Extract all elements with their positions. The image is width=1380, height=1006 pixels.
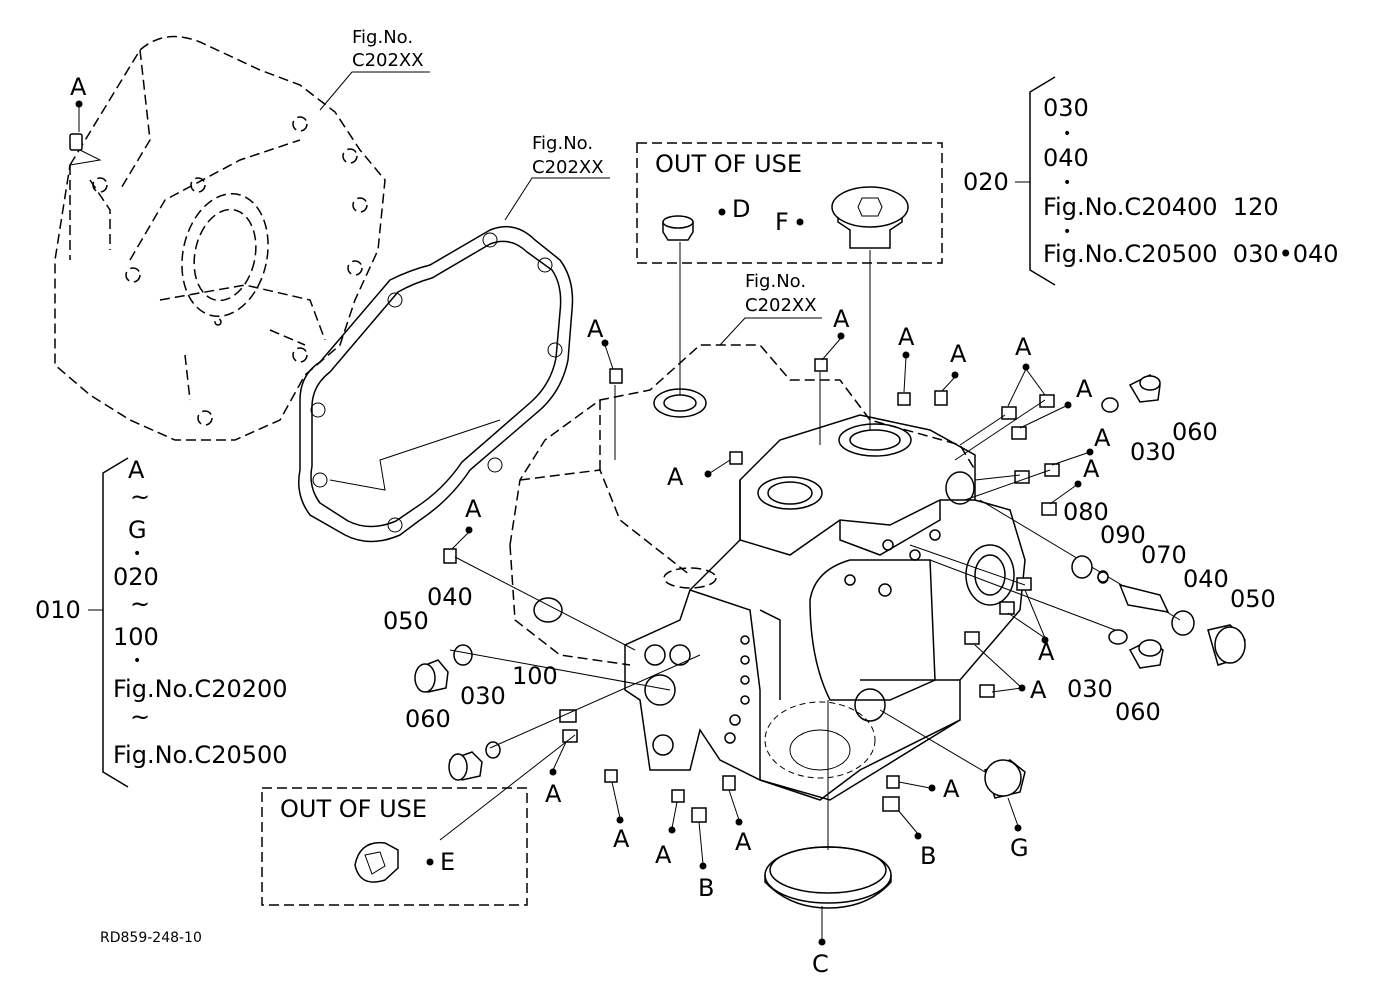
label-040: 040 — [1183, 565, 1229, 593]
small-parts — [69, 133, 1246, 883]
label-a: A — [735, 828, 752, 856]
group-010-tilde-3: ~ — [130, 703, 150, 731]
label-a: A — [1083, 455, 1100, 483]
label-a: A — [587, 315, 604, 343]
label-a: A — [1094, 424, 1111, 452]
group-010-tilde-1: ~ — [130, 483, 150, 511]
drawing-code: RD859-248-10 — [100, 930, 202, 946]
label-a: A — [898, 323, 915, 351]
group-010: 010 A ~ G • 020 ~ 100 • Fig.No.C20200 ~ … — [35, 456, 288, 788]
out-of-use-top-title: OUT OF USE — [655, 150, 802, 178]
fig-callout-top-left-line2: C202XX — [352, 50, 424, 71]
label-b: B — [920, 842, 936, 870]
label-060: 060 — [1172, 418, 1218, 446]
group-010-line-c20500: Fig.No.C20500 — [113, 741, 288, 769]
valve-body-drawing — [509, 344, 1026, 801]
group-010-line-g: G — [128, 516, 147, 544]
label-a: A — [943, 775, 960, 803]
group-020-line-040: 040 — [1043, 144, 1089, 172]
group-020-sep-1: • — [1063, 126, 1071, 142]
label-c: C — [812, 950, 829, 978]
label-040: 040 — [427, 583, 473, 611]
label-a: A — [545, 780, 562, 808]
group-020-sep-2: • — [1063, 175, 1071, 191]
group-020-line-030: 030 — [1043, 94, 1089, 122]
part-label-e: E — [440, 848, 455, 876]
group-020-ref: 020 — [963, 168, 1009, 196]
fig-callout-top-left-line1: Fig.No. — [352, 27, 413, 48]
group-020: 020 030 • 040 • Fig.No.C20400 120 • Fig.… — [963, 76, 1339, 286]
fig-callout-body-line1: Fig.No. — [745, 271, 806, 292]
out-of-use-bottom-box: OUT OF USE E — [261, 787, 528, 906]
label-080: 080 — [1063, 498, 1109, 526]
label-a: A — [1076, 375, 1093, 403]
part-letter-labels: A A A A A A A A A A A A A A A A A A B B … — [70, 73, 1111, 978]
group-010-line-020: 020 — [113, 563, 159, 591]
group-010-tilde-2: ~ — [130, 590, 150, 618]
label-090: 090 — [1100, 521, 1146, 549]
out-of-use-top-box: OUT OF USE D F — [636, 142, 943, 264]
numbered-part-labels: 060 030 080 090 070 040 050 030 060 040 … — [383, 418, 1276, 733]
label-a: A — [1030, 676, 1047, 704]
label-060: 060 — [405, 705, 451, 733]
label-a: A — [1015, 333, 1032, 361]
label-070: 070 — [1141, 541, 1187, 569]
gasket-drawing — [298, 225, 574, 543]
label-a: A — [655, 841, 672, 869]
fig-callout-top-left: Fig.No. C202XX — [319, 27, 430, 111]
transmission-case-drawing — [54, 35, 386, 441]
leader-dots — [75, 100, 1094, 946]
group-020-sep-3: • — [1063, 224, 1071, 240]
fig-callout-gasket: Fig.No. C202XX — [504, 133, 610, 221]
fig-callout-body-line2: C202XX — [745, 295, 817, 316]
label-030: 030 — [1130, 438, 1176, 466]
label-a: A — [833, 305, 850, 333]
label-a: A — [465, 495, 482, 523]
label-a: A — [1038, 638, 1055, 666]
label-050: 050 — [1230, 585, 1276, 613]
label-a: A — [667, 463, 684, 491]
label-060: 060 — [1115, 698, 1161, 726]
plug-c-drawing — [764, 700, 892, 909]
group-010-sep-2: • — [133, 653, 141, 669]
group-010-line-c20200: Fig.No.C20200 — [113, 675, 288, 703]
out-of-use-bottom-title: OUT OF USE — [280, 795, 427, 823]
part-label-d: D — [732, 195, 750, 223]
label-g: G — [1010, 834, 1029, 862]
group-010-line-a: A — [128, 456, 145, 484]
label-a: A — [950, 340, 967, 368]
label-030: 030 — [460, 682, 506, 710]
group-010-ref: 010 — [35, 596, 81, 624]
group-010-line-100: 100 — [113, 623, 159, 651]
group-020-line-c20500: Fig.No.C20500 030•040 — [1043, 240, 1339, 268]
label-b: B — [698, 874, 714, 902]
fig-callout-gasket-line2: C202XX — [532, 157, 604, 178]
group-020-line-c20400: Fig.No.C20400 120 — [1043, 193, 1279, 221]
label-a: A — [70, 73, 87, 101]
label-030: 030 — [1067, 675, 1113, 703]
label-100: 100 — [512, 662, 558, 690]
fig-callout-body: Fig.No. C202XX — [719, 271, 822, 346]
part-label-f: F — [775, 208, 789, 236]
label-050: 050 — [383, 607, 429, 635]
group-010-sep-1: • — [133, 546, 141, 562]
fig-callout-gasket-line1: Fig.No. — [532, 133, 593, 154]
label-a: A — [613, 825, 630, 853]
